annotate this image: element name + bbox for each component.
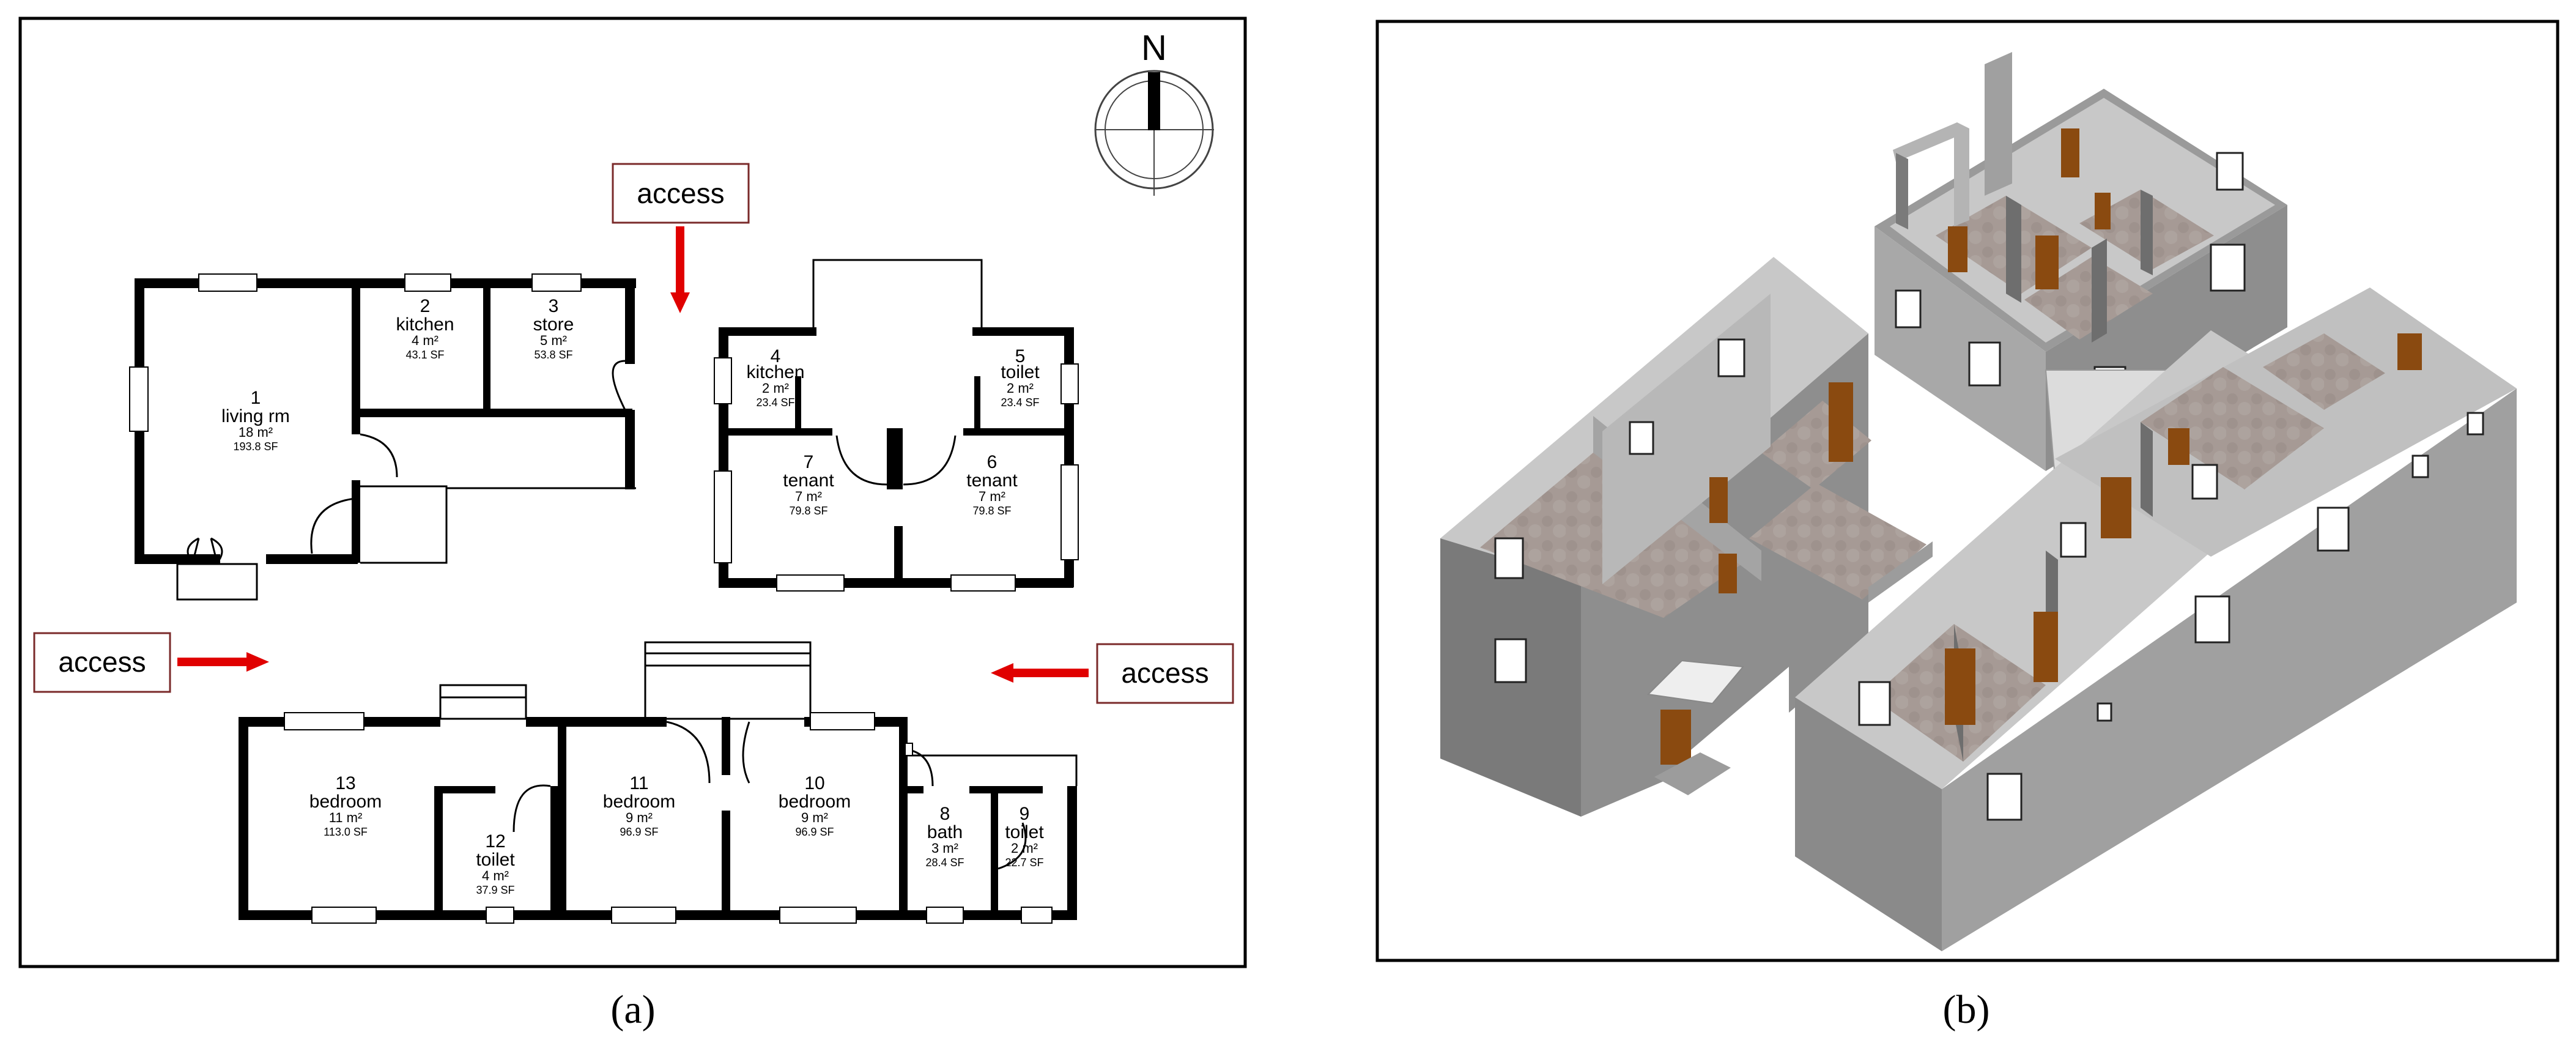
access-east-arrow-icon <box>991 663 1089 683</box>
svg-text:79.8 SF: 79.8 SF <box>972 505 1011 517</box>
svg-text:toilet: toilet <box>1001 362 1040 382</box>
access-west: access <box>33 632 269 693</box>
block-living-annex <box>176 360 636 601</box>
svg-text:4 m²: 4 m² <box>482 868 509 883</box>
svg-text:5 m²: 5 m² <box>540 333 567 348</box>
room-label-10: 10 bedroom 9 m² 96.9 SF <box>779 773 851 838</box>
svg-text:7 m²: 7 m² <box>795 489 822 504</box>
svg-text:6: 6 <box>987 452 997 472</box>
access-north-arrow-icon <box>670 226 690 313</box>
svg-text:9 m²: 9 m² <box>801 810 828 825</box>
windows-block-bedrooms <box>284 712 1053 924</box>
compass-north-label: N <box>1141 28 1167 68</box>
room-label-4: 4 kitchen 2 m² 23.4 SF <box>746 346 804 409</box>
room-label-2: 2 kitchen 4 m² 43.1 SF <box>396 296 454 361</box>
panel-b-3d-model <box>1375 20 2559 962</box>
access-east: access <box>991 643 1234 704</box>
svg-text:2 m²: 2 m² <box>1007 380 1034 396</box>
block-bedrooms-outlines <box>439 641 1078 870</box>
block-living <box>135 278 636 564</box>
svg-text:96.9 SF: 96.9 SF <box>620 826 658 838</box>
north-compass-icon: N <box>1094 28 1214 196</box>
svg-text:bedroom: bedroom <box>603 792 675 812</box>
room-label-13: 13 bedroom 11 m² 113.0 SF <box>309 773 382 838</box>
room-label-7: 7 tenant 7 m² 79.8 SF <box>783 452 834 517</box>
svg-text:53.8 SF: 53.8 SF <box>534 349 572 361</box>
svg-text:28.4 SF: 28.4 SF <box>925 856 964 869</box>
room-label-3: 3 store 5 m² 53.8 SF <box>533 296 574 361</box>
svg-text:43.1 SF: 43.1 SF <box>405 349 444 361</box>
svg-text:2: 2 <box>420 296 431 316</box>
svg-text:18 m²: 18 m² <box>239 425 273 440</box>
svg-text:7 m²: 7 m² <box>979 489 1005 504</box>
svg-text:toilet: toilet <box>476 850 515 870</box>
svg-text:3 m²: 3 m² <box>931 841 958 856</box>
svg-text:toilet: toilet <box>1005 822 1044 842</box>
svg-text:2 m²: 2 m² <box>1011 841 1038 856</box>
svg-text:bedroom: bedroom <box>779 792 851 812</box>
access-north: access <box>612 163 750 313</box>
svg-text:kitchen: kitchen <box>396 314 454 335</box>
room-label-11: 11 bedroom 9 m² 96.9 SF <box>603 773 675 838</box>
svg-text:79.8 SF: 79.8 SF <box>789 505 827 517</box>
svg-text:access: access <box>58 646 146 678</box>
svg-text:tenant: tenant <box>783 470 834 491</box>
room-label-1: 1 living rm 18 m² 193.8 SF <box>221 388 290 453</box>
svg-text:1: 1 <box>251 388 261 408</box>
panel-a-floor-plan: N <box>18 17 1247 968</box>
svg-text:store: store <box>533 314 574 335</box>
svg-text:2 m²: 2 m² <box>762 380 789 396</box>
model-left-block <box>1440 257 1933 817</box>
room-label-5: 5 toilet 2 m² 23.4 SF <box>1001 346 1040 409</box>
svg-text:7: 7 <box>804 452 814 472</box>
svg-text:22.7 SF: 22.7 SF <box>1005 856 1043 869</box>
svg-text:5: 5 <box>1015 346 1026 366</box>
svg-text:13: 13 <box>335 773 355 793</box>
svg-text:23.4 SF: 23.4 SF <box>1001 396 1039 409</box>
room-label-12: 12 toilet 4 m² 37.9 SF <box>476 831 515 896</box>
svg-text:11 m²: 11 m² <box>329 810 363 825</box>
room-label-9: 9 toilet 2 m² 22.7 SF <box>1005 804 1044 869</box>
svg-text:access: access <box>1121 657 1208 689</box>
svg-text:tenant: tenant <box>966 470 1018 491</box>
svg-text:8: 8 <box>940 804 950 824</box>
svg-text:3: 3 <box>549 296 559 316</box>
svg-text:bedroom: bedroom <box>309 792 382 812</box>
svg-text:10: 10 <box>804 773 824 793</box>
svg-text:11: 11 <box>629 773 648 793</box>
svg-text:4 m²: 4 m² <box>412 333 439 348</box>
access-west-arrow-icon <box>177 652 269 672</box>
svg-text:37.9 SF: 37.9 SF <box>476 884 514 896</box>
model-right-block <box>1795 288 2517 951</box>
svg-text:23.4 SF: 23.4 SF <box>756 396 794 409</box>
svg-text:bath: bath <box>927 822 963 842</box>
windows-block-tenant <box>714 357 1079 592</box>
svg-text:access: access <box>637 177 724 209</box>
panel-a-caption: (a) <box>610 987 655 1032</box>
svg-text:living rm: living rm <box>221 406 290 426</box>
svg-text:9: 9 <box>1020 804 1030 824</box>
room-label-8: 8 bath 3 m² 28.4 SF <box>925 804 964 869</box>
svg-text:4: 4 <box>771 346 781 366</box>
block-tenant-porch <box>812 259 983 486</box>
svg-text:9 m²: 9 m² <box>626 810 653 825</box>
svg-text:96.9 SF: 96.9 SF <box>795 826 834 838</box>
room-label-6: 6 tenant 7 m² 79.8 SF <box>966 452 1018 517</box>
svg-text:12: 12 <box>485 831 505 852</box>
svg-text:113.0 SF: 113.0 SF <box>324 826 368 838</box>
svg-text:kitchen: kitchen <box>746 362 804 382</box>
windows-block-living <box>129 273 582 432</box>
svg-text:193.8 SF: 193.8 SF <box>233 440 278 453</box>
panel-b-caption: (b) <box>1943 987 1990 1032</box>
